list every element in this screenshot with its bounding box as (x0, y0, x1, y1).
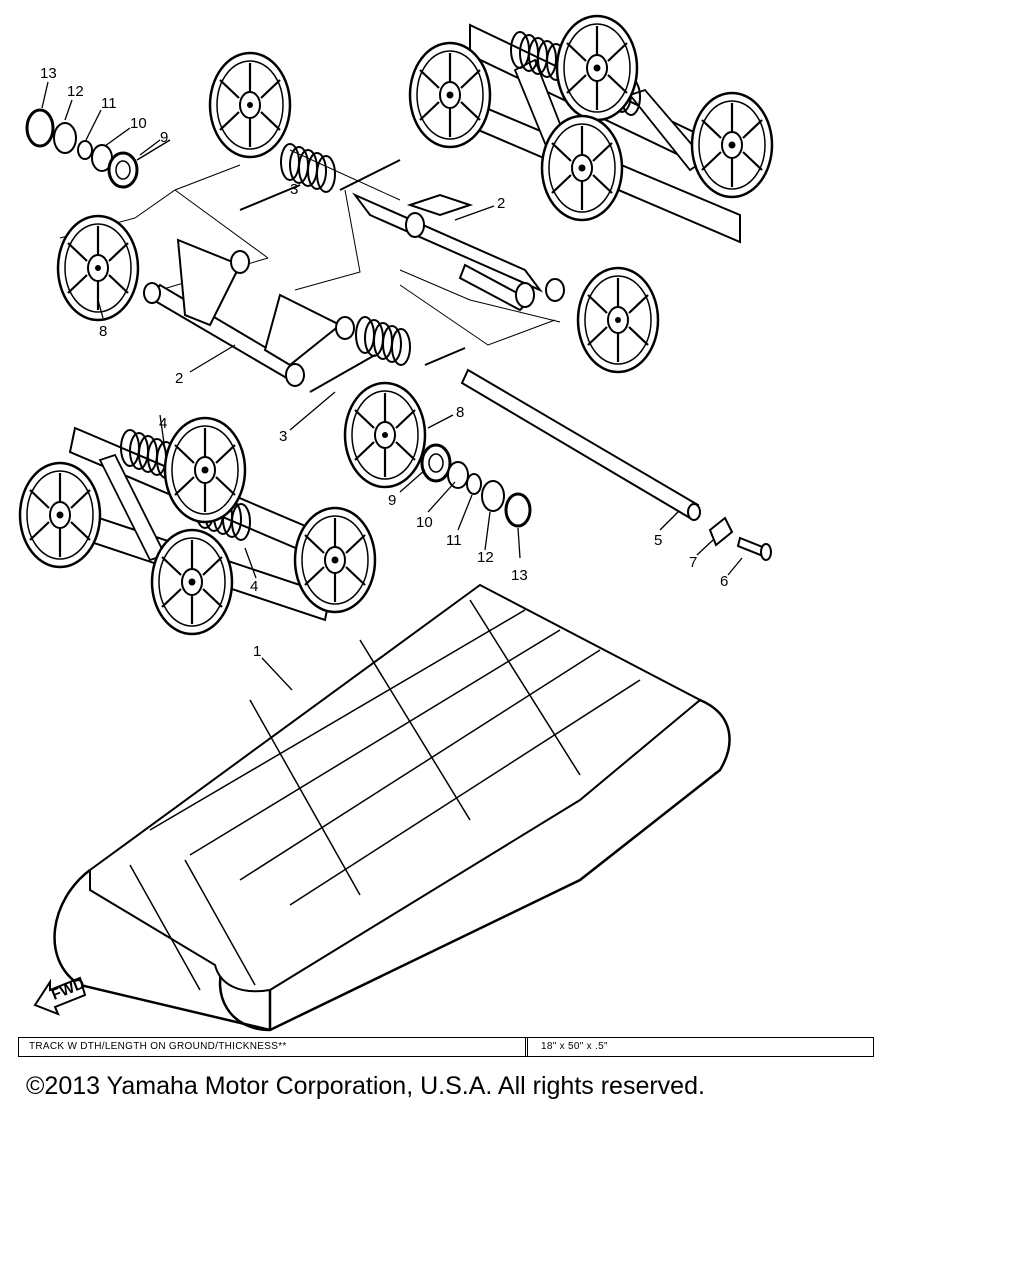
spec-label: TRACK W DTH/LENGTH ON GROUND/THICKNESS** (29, 1041, 287, 1052)
bearing-parts-top (25, 108, 171, 189)
pivot-arm-right (351, 192, 565, 312)
torsion-spring-top (239, 143, 401, 211)
callout-1: 1 (253, 643, 261, 660)
idler-wheel-left (56, 214, 140, 322)
callouts: 13 12 11 10 9 3 2 8 2 3 8 4 4 9 10 11 12… (40, 65, 728, 660)
callout-12-bottom: 12 (477, 549, 494, 566)
callout-3-middle: 3 (279, 428, 287, 445)
rear-wheel-assembly (408, 14, 774, 244)
axle-bolt-parts (708, 516, 772, 561)
callout-4-top: 4 (159, 415, 167, 432)
track-belt (53, 583, 731, 1032)
track-suspension-diagram: FWD 13 12 11 10 9 3 2 8 2 3 8 (18, 14, 774, 1032)
fwd-arrow: FWD (33, 975, 87, 1016)
callout-4-bottom: 4 (250, 578, 258, 595)
upper-idler-wheel (208, 51, 292, 159)
callout-13-bottom: 13 (511, 567, 528, 584)
idler-wheel-center (343, 381, 427, 489)
front-wheel-assembly (18, 416, 377, 636)
spec-value: 18" x 50" x .5" (541, 1041, 608, 1052)
pivot-arm-left (143, 238, 355, 387)
callout-2-left: 2 (175, 370, 183, 387)
callout-8-left: 8 (99, 323, 107, 340)
bearing-parts-bottom (420, 443, 532, 528)
torsion-spring-middle (309, 316, 466, 393)
callout-11-bottom: 11 (446, 532, 462, 549)
callout-10-bottom: 10 (416, 514, 433, 531)
callout-8-center: 8 (456, 404, 464, 421)
leader-lines (41, 81, 743, 691)
copyright-notice: ©2013 Yamaha Motor Corporation, U.S.A. A… (26, 1072, 705, 1100)
callout-11-top: 11 (101, 95, 117, 112)
callout-5: 5 (654, 532, 662, 549)
spec-divider (525, 1038, 528, 1056)
callout-10-top: 10 (130, 115, 147, 132)
callout-9-top: 9 (160, 129, 168, 146)
rear-axle-shaft (460, 368, 701, 521)
callout-2-right: 2 (497, 195, 505, 212)
callout-9-bottom: 9 (388, 492, 396, 509)
idler-wheel-right (576, 266, 660, 374)
callout-13-top: 13 (40, 65, 57, 82)
callout-12-top: 12 (67, 83, 84, 100)
spec-table: TRACK W DTH/LENGTH ON GROUND/THICKNESS**… (18, 1037, 874, 1057)
callout-3-top: 3 (290, 181, 298, 198)
callout-6: 6 (720, 573, 728, 590)
callout-7: 7 (689, 554, 697, 571)
